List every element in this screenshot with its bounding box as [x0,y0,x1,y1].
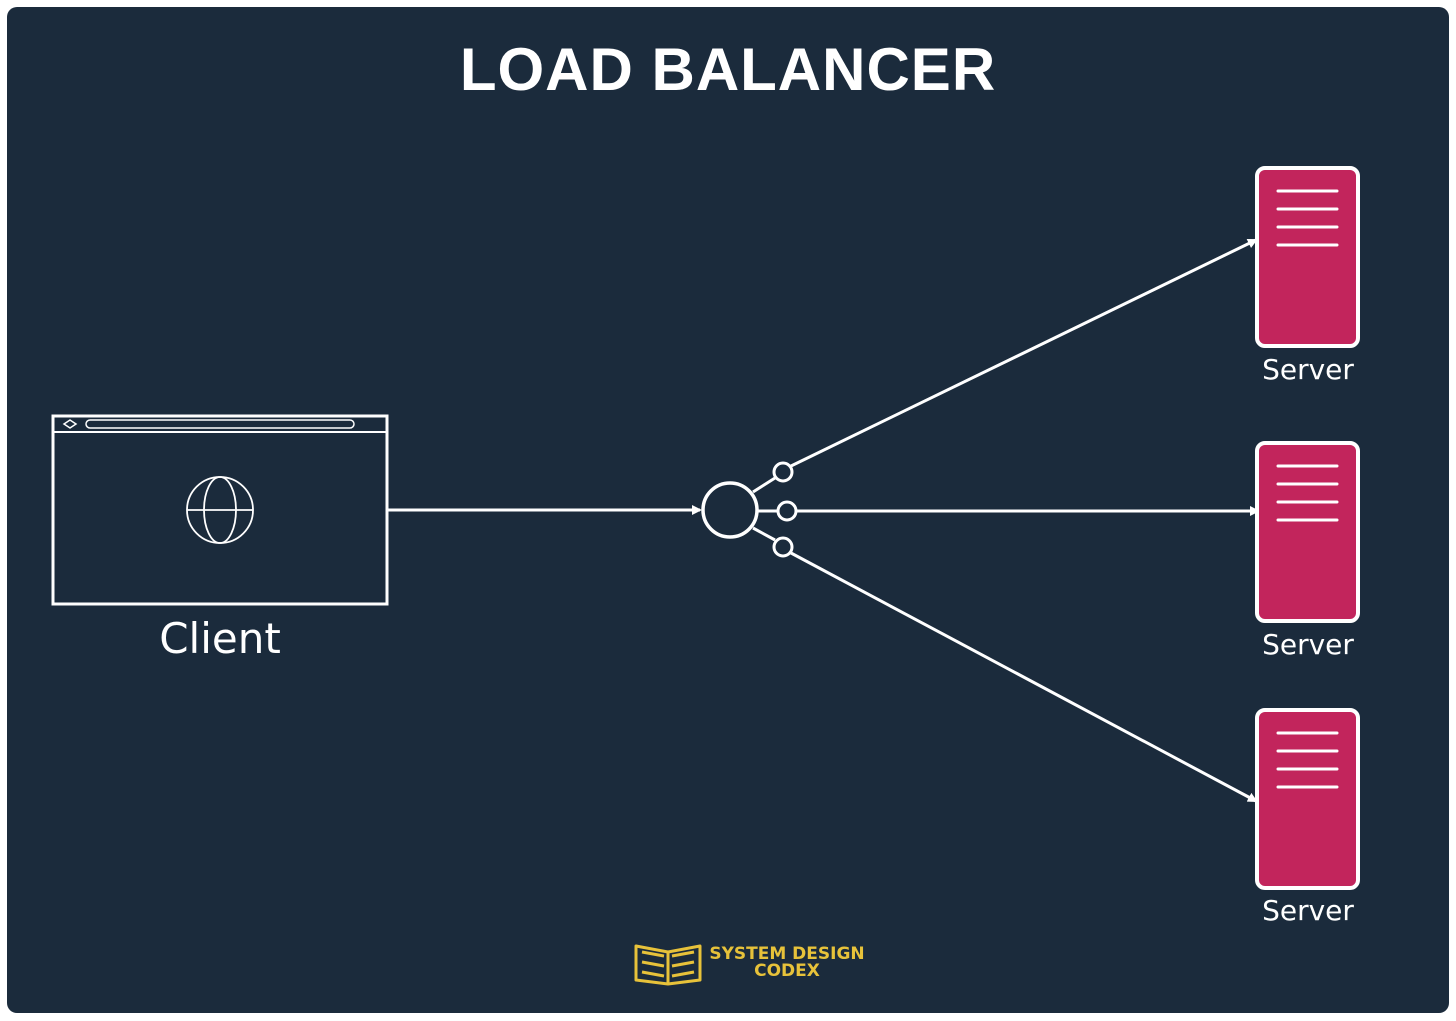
server-label: Server [1262,894,1354,927]
lb-port-2 [776,500,798,522]
client-browser-window [51,414,389,606]
globe-icon [186,476,254,544]
load-balancer-node-icon [701,461,798,558]
server-label: Server [1262,628,1354,661]
lb-port-3 [772,536,794,558]
browser-address-bar [85,419,355,429]
page-title: LOAD BALANCER [459,36,997,103]
lb-port-1 [772,461,794,483]
logo-text-line2: CODEX [754,961,820,981]
lb-to-server-1-arrow [790,238,1258,468]
server-icon [1255,708,1360,890]
lb-to-server-3-arrow [790,551,1258,803]
server-icon [1255,441,1360,623]
server-label: Server [1262,353,1354,386]
client-label: Client [159,614,281,663]
server-icon [1255,166,1360,348]
open-book-icon [634,944,702,986]
browser-nav-icon [62,419,78,429]
logo-text-line1: SYSTEM DESIGN [709,944,865,964]
